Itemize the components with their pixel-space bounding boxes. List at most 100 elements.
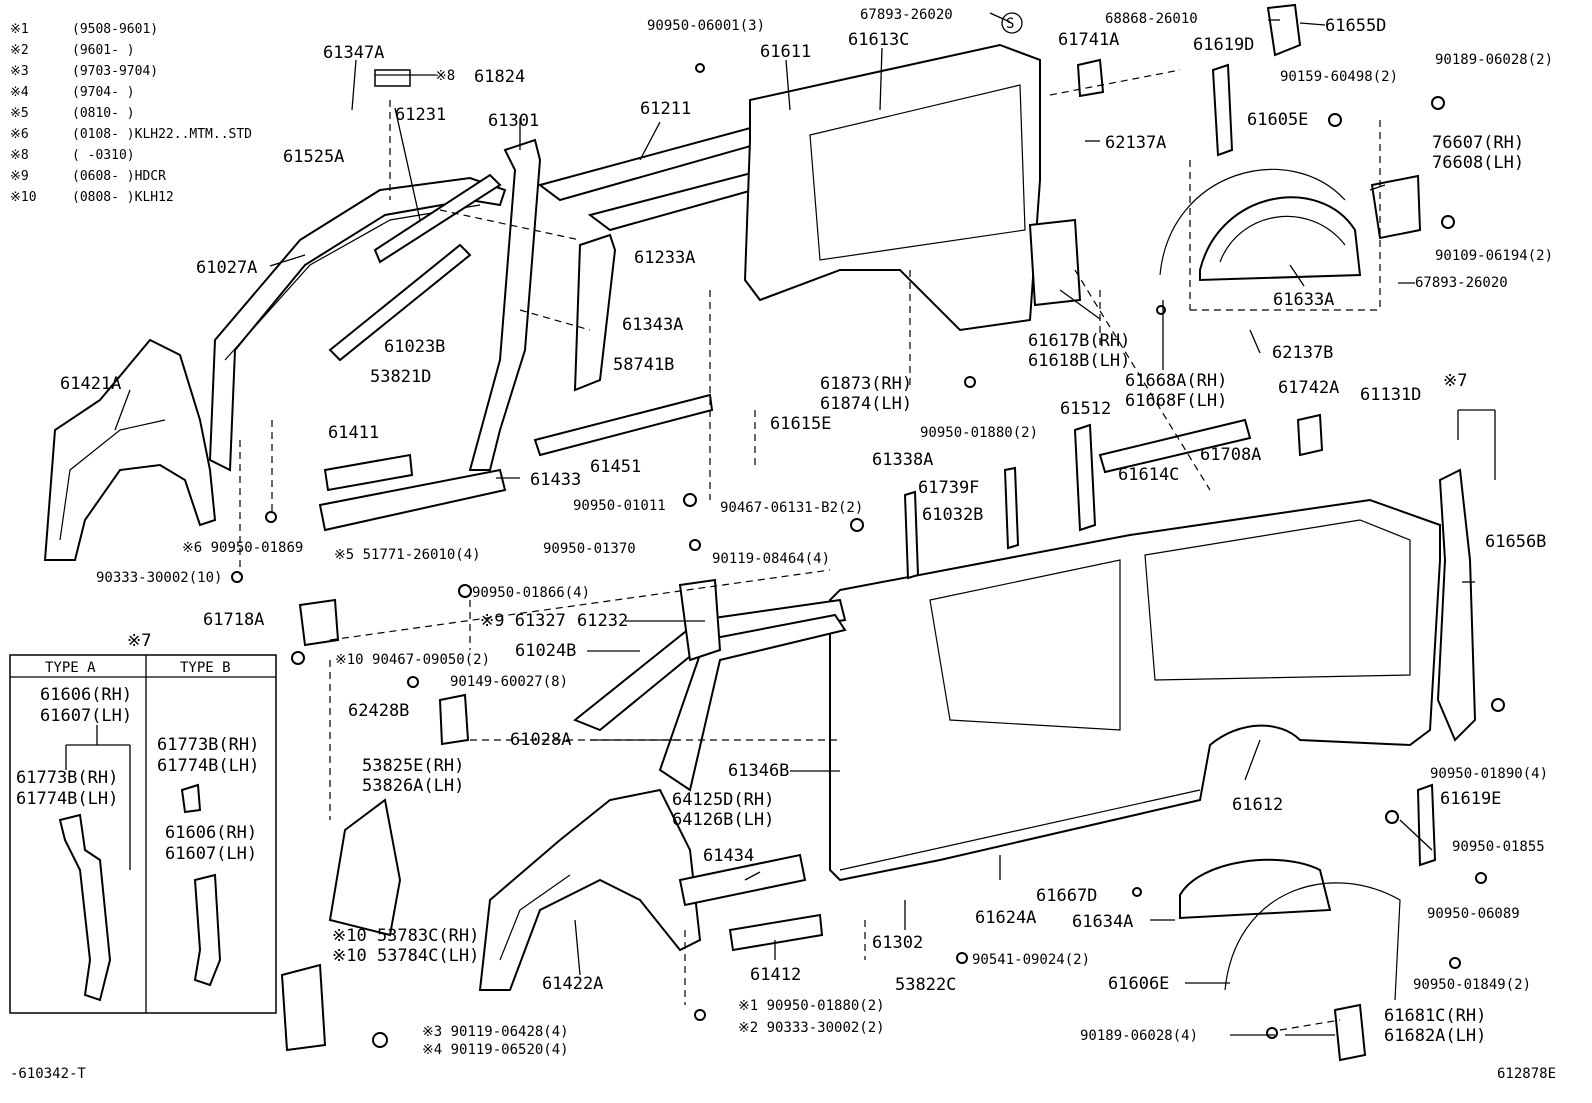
label-90467-09050: ※10 90467-09050(2) — [335, 652, 490, 668]
inset-type-a: TYPE A — [45, 660, 96, 676]
clip-90950-01890 — [1491, 698, 1505, 712]
pillar-61343A — [573, 233, 617, 392]
label-90119-08464: 90119-08464(4) — [712, 551, 830, 567]
label-61028A: 61028A — [510, 730, 571, 750]
s-mark-text: S — [1006, 16, 1014, 32]
leader-61612 — [1244, 739, 1261, 781]
part-labels: 61347A ※8 61824 61231 61301 61525A 61027… — [60, 7, 1553, 1058]
label-53783C: ※10 53783C(RH) — [332, 926, 479, 946]
label-61667D: 61667D — [1036, 886, 1097, 906]
label-90333-2: ※2 90333-30002(2) — [738, 1020, 885, 1036]
label-61301: 61301 — [488, 111, 539, 131]
label-61232: 61232 — [577, 611, 628, 631]
clip-61667D — [1132, 887, 1142, 897]
rear-upper-panel-61611 — [743, 43, 1041, 332]
label-90189-top: 90189-06028(2) — [1435, 52, 1553, 68]
label-53821D: 53821D — [370, 367, 431, 387]
bracket-61742A — [1296, 413, 1324, 457]
box-8 — [374, 69, 411, 87]
label-64126B: 64126B(LH) — [672, 810, 774, 830]
note-text: (0810- ) — [72, 106, 135, 121]
leader-lines — [114, 12, 1496, 1036]
label-61422A: 61422A — [542, 974, 603, 994]
label-61618B: 61618B(LH) — [1028, 351, 1130, 371]
inset-b-label: 61773B(RH) — [157, 735, 259, 755]
label-53784C: ※10 53784C(LH) — [332, 946, 479, 966]
footer-right-code: 612878E — [1497, 1066, 1556, 1082]
pad-62428B — [438, 693, 470, 746]
label-90159: 90159-60498(2) — [1280, 69, 1398, 85]
label-90119-06520: ※4 90119-06520(4) — [422, 1042, 569, 1058]
clip-90950-01849 — [1449, 957, 1461, 969]
leader-61619E — [1399, 819, 1433, 851]
label-90950-01370: 90950-01370 — [543, 541, 636, 557]
clip-90119-06428 — [372, 1032, 388, 1048]
label-61633A: 61633A — [1273, 290, 1334, 310]
dash-16 — [329, 569, 831, 641]
sill-61451 — [533, 393, 714, 457]
note-mark: ※8 — [10, 148, 29, 163]
note-mark: ※9 — [10, 169, 29, 184]
front-pillar-panel — [208, 176, 507, 472]
label-61211: 61211 — [640, 99, 691, 119]
label-62428B: 62428B — [348, 701, 409, 721]
label-61668F: 61668F(LH) — [1125, 391, 1227, 411]
rail-strip-61023B — [328, 243, 472, 362]
label-68868: 68868-26010 — [1105, 11, 1198, 27]
label-61231: 61231 — [395, 105, 446, 125]
label-61617B: 61617B(RH) — [1028, 331, 1130, 351]
clip-90950-01855 — [1385, 810, 1399, 824]
label-61512: 61512 — [1060, 399, 1111, 419]
leader-61211 — [639, 121, 661, 161]
label-64125D: 64125D(RH) — [672, 790, 774, 810]
body-side-window-2 — [1144, 519, 1411, 681]
rocker-61411 — [323, 453, 414, 492]
label-61614C: 61614C — [1118, 465, 1179, 485]
label-90950-01890: 90950-01890(4) — [1430, 766, 1548, 782]
wheelhouse-61606E — [1224, 882, 1401, 1001]
pillar-61656B — [1436, 468, 1477, 742]
label-90119-06428: ※3 90119-06428(4) — [422, 1024, 569, 1040]
note-text: (0608- )HDCR — [72, 169, 166, 184]
label-61656B: 61656B — [1485, 532, 1546, 552]
label-53826A: 53826A(LH) — [362, 776, 464, 796]
label-61024B: 61024B — [515, 641, 576, 661]
label-61824: 61824 — [474, 67, 525, 87]
rocker-61433 — [318, 468, 507, 532]
label-62137A: 62137A — [1105, 133, 1166, 153]
clip-90950-06089 — [1475, 872, 1487, 884]
label-61434: 61434 — [703, 846, 754, 866]
wheelhouse-61633A-rib — [1219, 215, 1346, 263]
leader-61613C — [879, 47, 883, 111]
leader-61434 — [744, 871, 761, 881]
panel-61617B — [1028, 218, 1082, 307]
leader-61633A — [1289, 264, 1305, 287]
leader-61611 — [785, 59, 791, 111]
label-61451: 61451 — [590, 457, 641, 477]
rail-61231 — [373, 173, 502, 264]
label-61615E: 61615E — [770, 414, 831, 434]
label-61619D: 61619D — [1193, 35, 1254, 55]
label-90950-01849: 90950-01849(2) — [1413, 977, 1531, 993]
wheelhouse-61633A — [1199, 196, 1362, 282]
leader-61617B — [1059, 289, 1101, 320]
label-61605E: 61605E — [1247, 110, 1308, 130]
leader-61347A — [351, 59, 357, 111]
label-61739F: 61739F — [918, 478, 979, 498]
label-76607: 76607(RH) — [1432, 133, 1524, 153]
leader-61231 — [394, 107, 421, 221]
leader-76607 — [1369, 184, 1386, 191]
label-61023B: 61023B — [384, 337, 445, 357]
label-61611: 61611 — [760, 42, 811, 62]
s-mark: S — [1001, 12, 1023, 34]
label-61612: 61612 — [1232, 795, 1283, 815]
leader-61655D — [1299, 22, 1326, 26]
inset-a-label: 61773B(RH) — [16, 768, 118, 788]
inset-a-label: 61607(LH) — [40, 706, 132, 726]
label-61741A: 61741A — [1058, 30, 1119, 50]
inset-a-label: 61774B(LH) — [16, 789, 118, 809]
inset-type-box: ※7 TYPE A TYPE B 61606(RH) 61607(LH) 617… — [9, 631, 277, 1014]
label-90950-01855: 90950-01855 — [1452, 839, 1545, 855]
note-mark: ※2 — [10, 43, 29, 58]
label-90467-B2: 90467-06131-B2(2) — [720, 500, 863, 516]
